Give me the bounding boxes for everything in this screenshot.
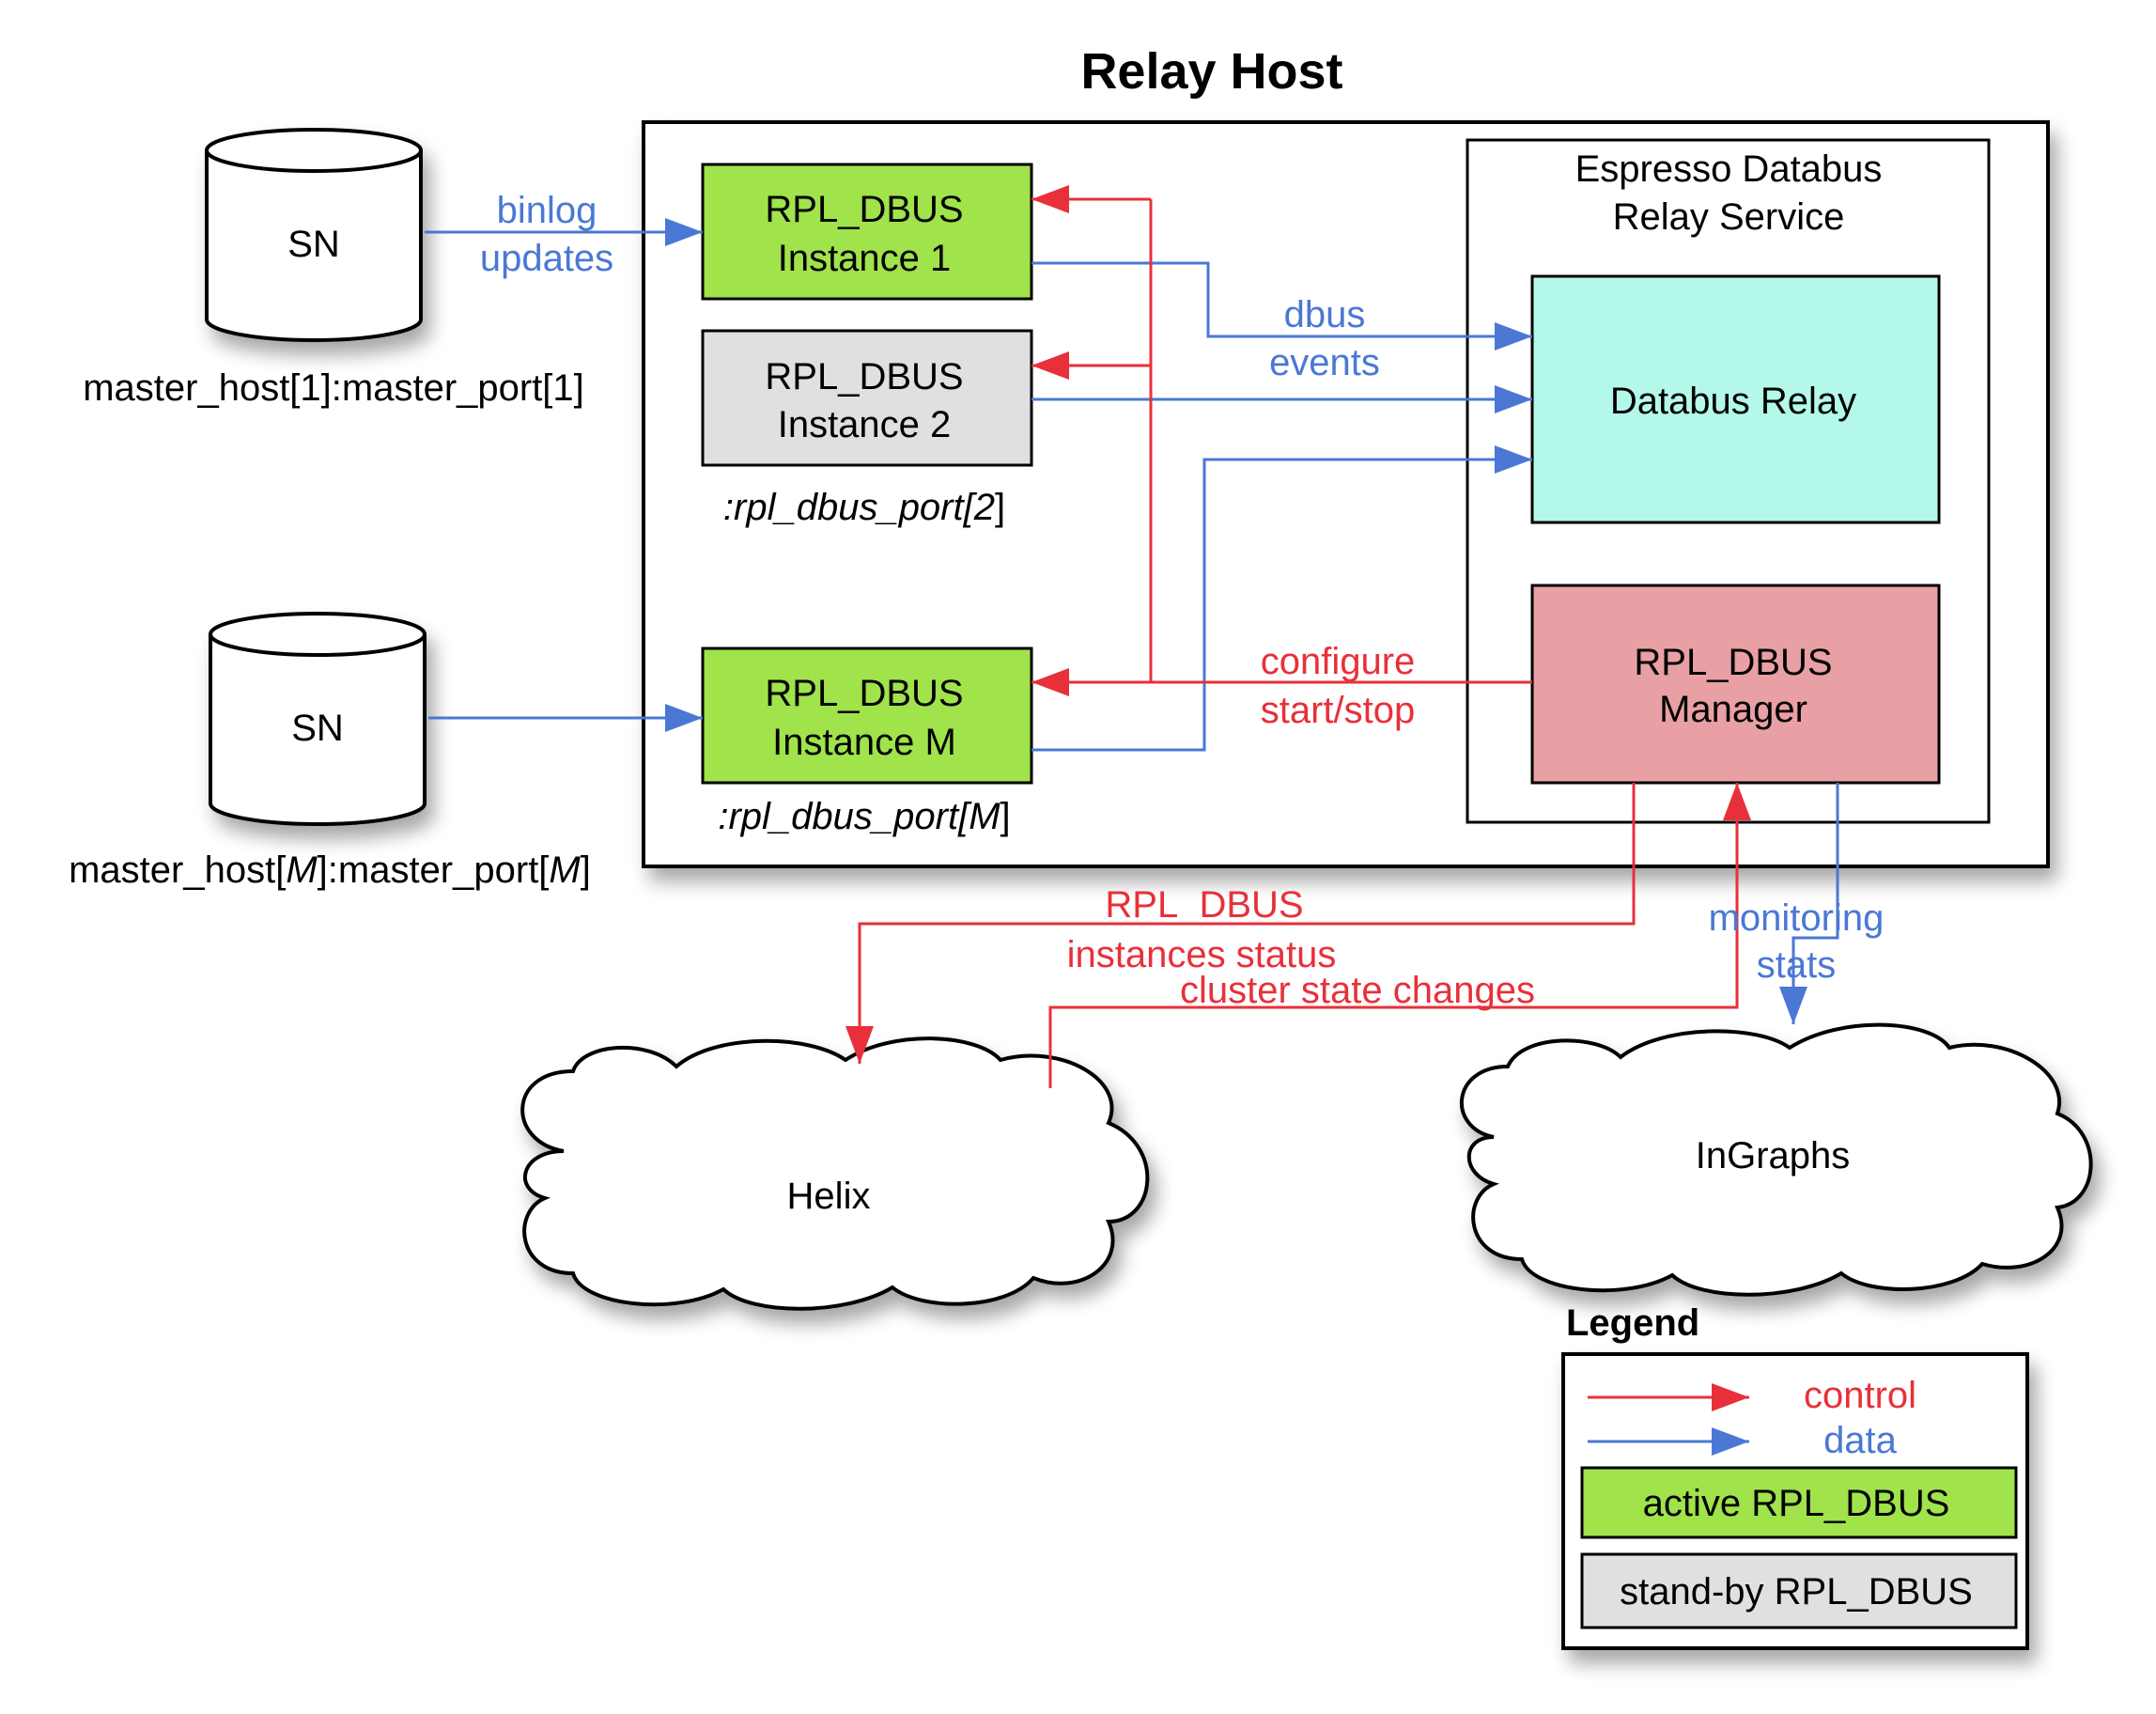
legend-control-label: control — [1804, 1375, 1916, 1416]
ingraphs-cloud — [1460, 1022, 2093, 1297]
monitoring-label-line2: stats — [1757, 944, 1836, 986]
status-arrow — [845, 783, 1636, 1064]
monitoring-arrow — [1779, 783, 1839, 1024]
service-title-line1: Espresso Databus — [1575, 148, 1883, 190]
sn-database-icon-2 — [209, 612, 427, 826]
instance-1-box — [701, 163, 1033, 301]
instance-1-line2: Instance 1 — [778, 238, 952, 279]
instance-2-line1: RPL_DBUS — [765, 356, 963, 397]
legend-active-swatch — [1580, 1466, 2018, 1539]
sn-label-1: SN — [287, 224, 340, 265]
instance-m-dbus-arrow — [1031, 445, 1532, 752]
binlog-label-line2: updates — [480, 238, 613, 279]
sn-label-2: SN — [291, 708, 344, 749]
helix-label: Helix — [787, 1176, 871, 1217]
instance-m-line2: Instance M — [772, 722, 956, 763]
instance-2-port: :rpl_dbus_port[2] — [723, 487, 1005, 528]
databus-relay-label: Databus Relay — [1610, 381, 1856, 422]
cluster-state-arrow — [1048, 783, 1751, 1088]
instance-m-box — [701, 647, 1033, 785]
binlog-label-line1: binlog — [497, 190, 597, 231]
legend-data-label: data — [1823, 1420, 1898, 1461]
sn-address-1: master_host[1]:master_port[1] — [83, 367, 584, 409]
service-title-line2: Relay Service — [1613, 196, 1845, 238]
manager-label-line2: Manager — [1659, 689, 1807, 730]
sn-address-2: master_host[M]:master_port[M] — [69, 849, 591, 891]
databus-relay-box — [1530, 274, 1941, 524]
configure-label-line2: start/stop — [1261, 690, 1416, 731]
cluster-label: cluster state changes — [1180, 970, 1535, 1011]
status-label-line1: RPL_DBUS — [1105, 884, 1303, 926]
legend-active-label: active RPL_DBUS — [1643, 1483, 1950, 1524]
configure-label-line1: configure — [1261, 641, 1416, 682]
legend-standby-label: stand-by RPL_DBUS — [1620, 1571, 1973, 1613]
dbus-label-line2: events — [1269, 342, 1380, 383]
manager-label-line1: RPL_DBUS — [1634, 642, 1832, 683]
instance-2-line2: Instance 2 — [778, 404, 952, 445]
legend-title: Legend — [1566, 1302, 1699, 1344]
legend-standby-swatch — [1580, 1552, 2018, 1629]
dbus-label-line1: dbus — [1284, 294, 1366, 335]
instance-m-port: :rpl_dbus_port[M] — [718, 796, 1010, 837]
instance-m-line1: RPL_DBUS — [765, 673, 963, 714]
ingraphs-label: InGraphs — [1696, 1135, 1851, 1176]
sn-database-icon-1 — [205, 128, 423, 342]
rpl-dbus-manager-box — [1530, 584, 1941, 785]
diagram-title: Relay Host — [1080, 43, 1342, 100]
instance-2-box — [701, 329, 1033, 467]
monitoring-label-line1: monitoring — [1709, 897, 1885, 939]
helix-cloud — [520, 1036, 1150, 1311]
instance-1-line1: RPL_DBUS — [765, 189, 963, 230]
instance-1-dbus-arrow — [1031, 261, 1532, 351]
status-label-line2: instances status — [1067, 934, 1337, 975]
